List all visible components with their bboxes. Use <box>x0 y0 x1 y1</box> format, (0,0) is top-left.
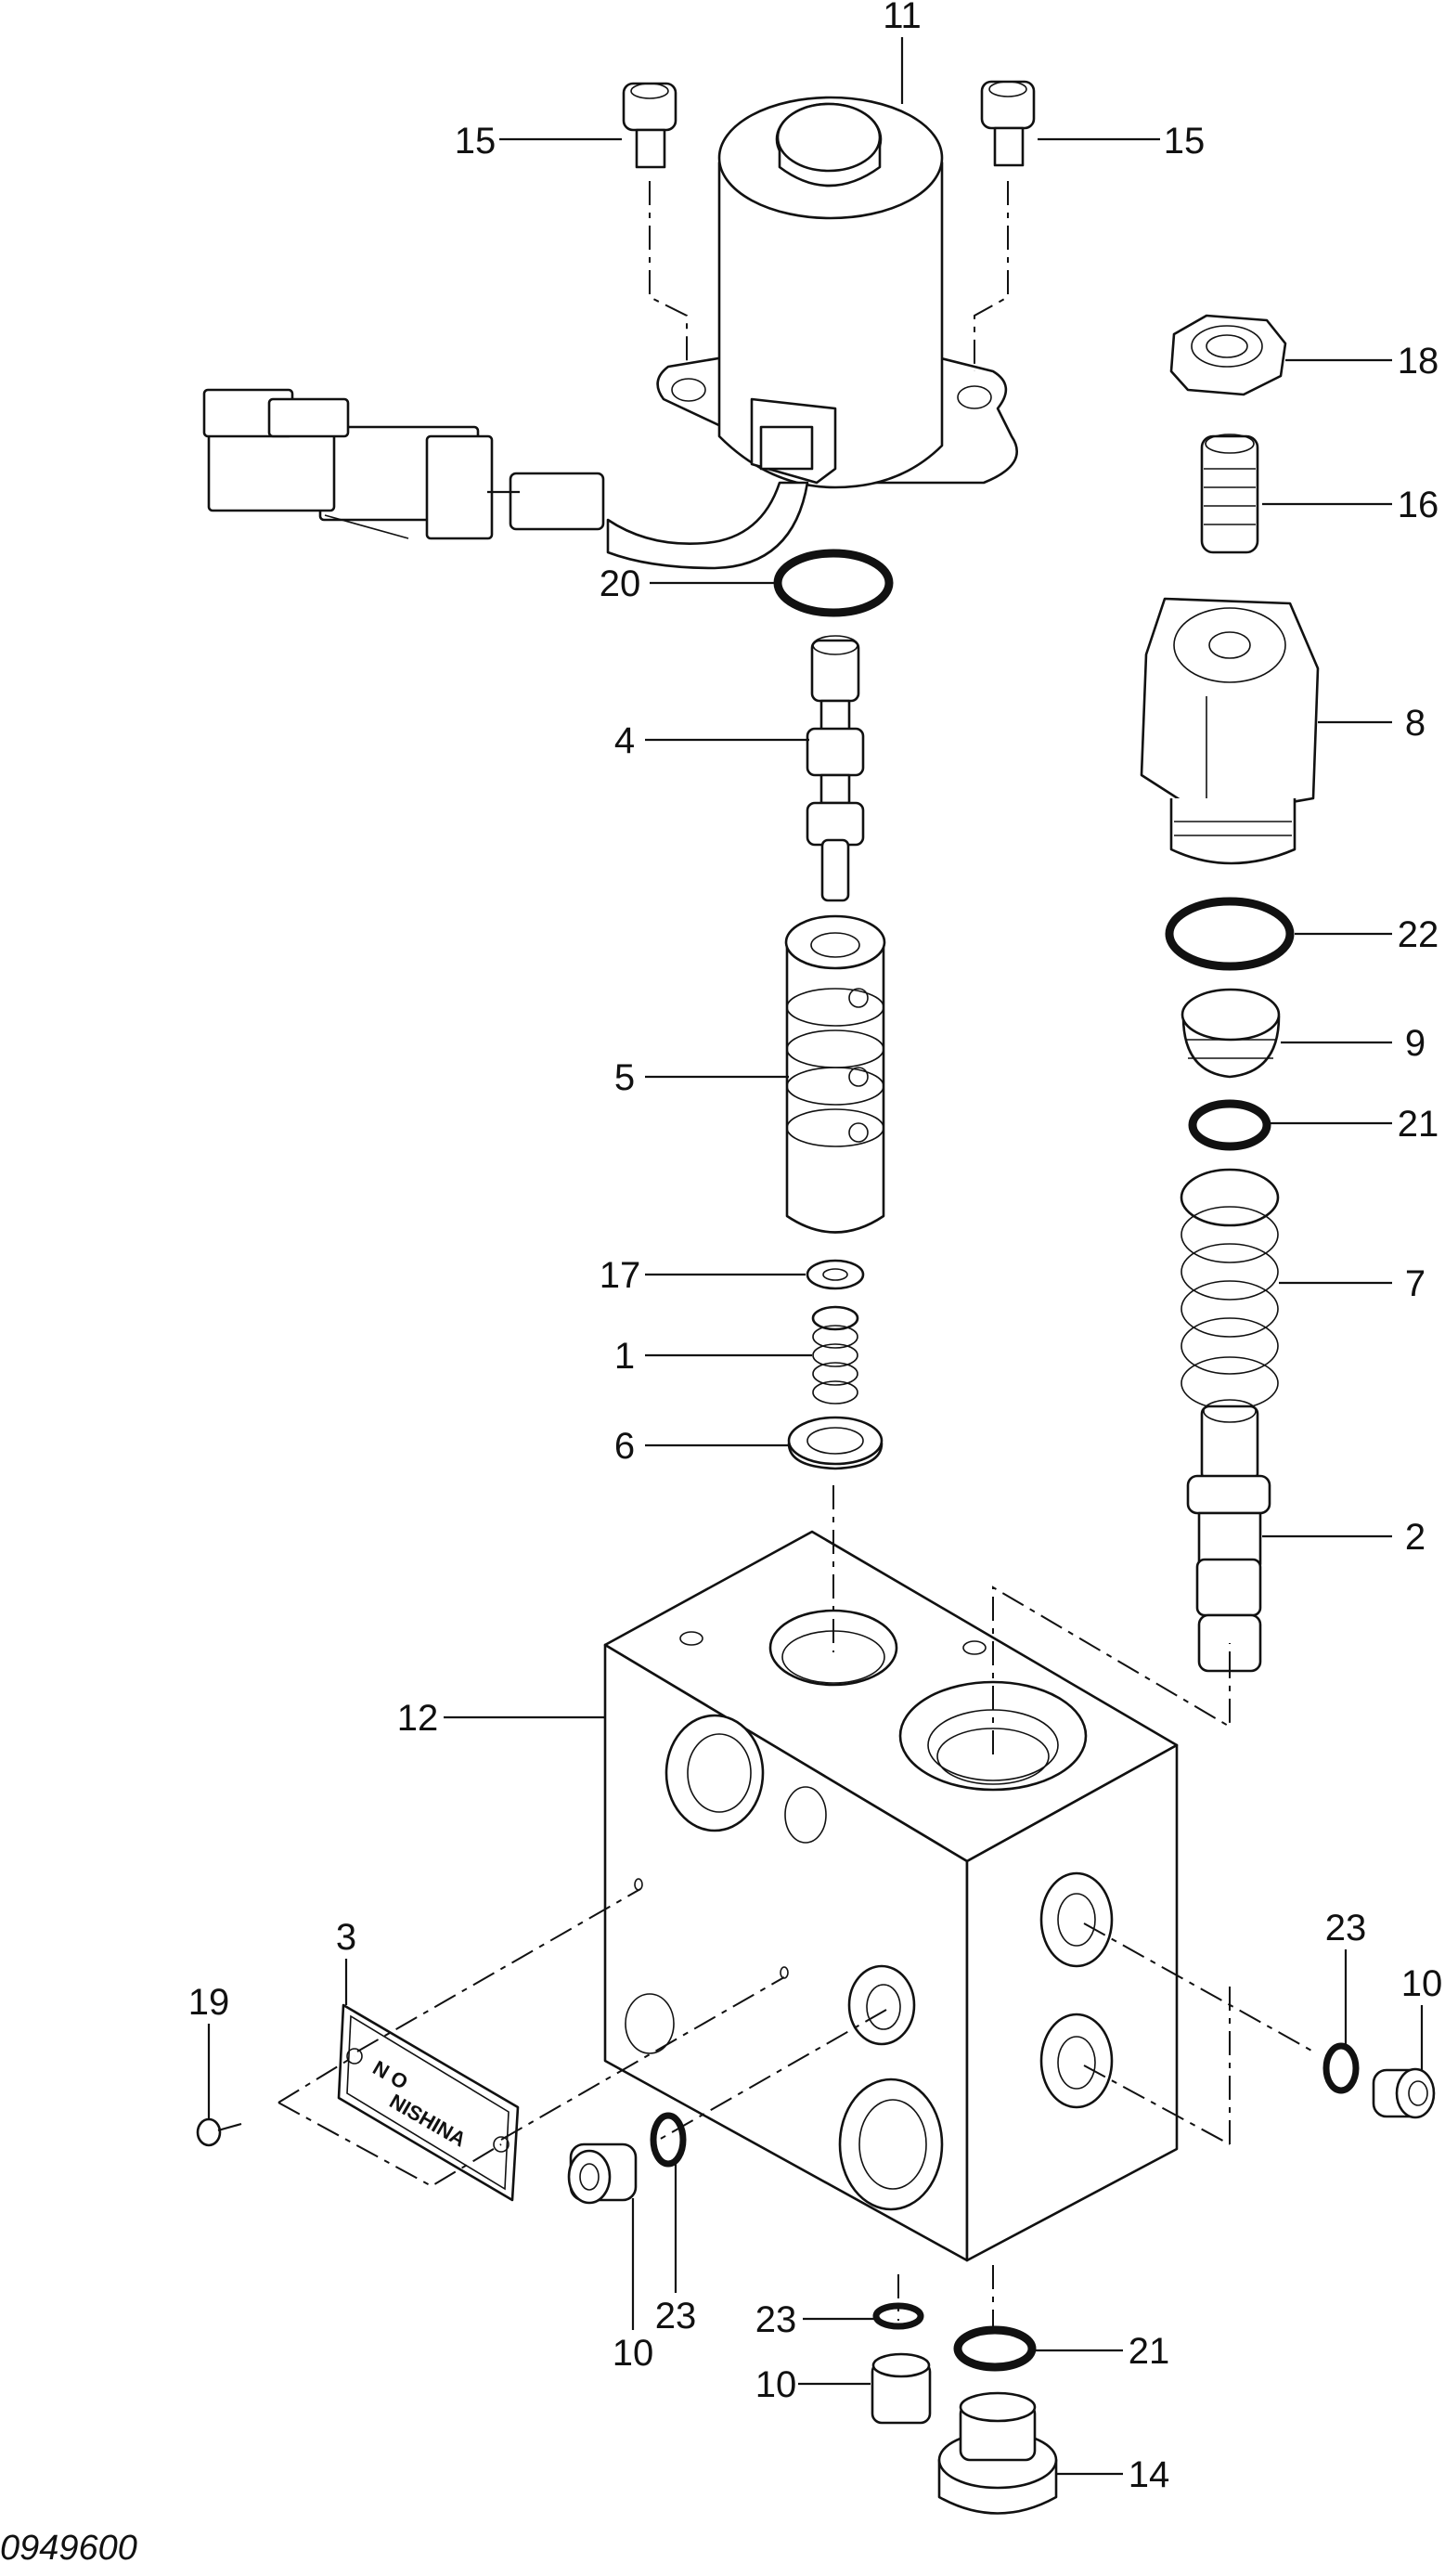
label-part-14: 14 <box>1129 2454 1170 2495</box>
cable-connector <box>202 388 809 570</box>
spool-part-2 <box>1186 1399 1271 1673</box>
label-part-21-bottom: 21 <box>1129 2331 1170 2372</box>
label-part-10-right: 10 <box>1401 1963 1443 2004</box>
label-part-22: 22 <box>1398 914 1439 955</box>
valve-block-part-12 <box>603 1485 1231 2262</box>
o-ring-part-20 <box>773 549 894 617</box>
name-plate-part-3: N O NISHINA <box>277 1888 785 2202</box>
seat-part-6 <box>787 1416 884 1470</box>
label-part-9: 9 <box>1405 1023 1426 1064</box>
label-part-23-right: 23 <box>1325 1908 1367 1948</box>
label-part-18: 18 <box>1398 341 1439 382</box>
set-screw-part-16 <box>1200 434 1259 554</box>
spring-part-7 <box>1180 1168 1280 1410</box>
label-part-19: 19 <box>188 1982 230 2023</box>
o-ring-part-21-top <box>1188 1099 1271 1151</box>
drawing-code: 0949600 <box>0 2529 137 2568</box>
leader-lines <box>207 37 1424 2476</box>
label-part-8: 8 <box>1405 703 1426 744</box>
spool-part-4 <box>806 635 865 902</box>
label-part-17: 17 <box>600 1255 641 1296</box>
label-part-15-left: 15 <box>455 121 497 162</box>
nut-part-18 <box>1169 314 1287 396</box>
label-part-20: 20 <box>600 563 641 604</box>
label-part-6: 6 <box>614 1426 635 1467</box>
washer-part-17 <box>806 1259 865 1290</box>
rivet-part-19 <box>196 2117 242 2147</box>
label-part-16: 16 <box>1398 485 1439 525</box>
label-part-21-top: 21 <box>1398 1104 1439 1145</box>
label-part-10-bottom: 10 <box>755 2364 797 2405</box>
label-part-15-right: 15 <box>1164 121 1206 162</box>
label-part-10-left: 10 <box>613 2333 654 2374</box>
label-part-12: 12 <box>397 1698 439 1739</box>
port-plugs-right <box>1083 1922 1436 2145</box>
sleeve-part-5 <box>784 914 886 1234</box>
label-part-7: 7 <box>1405 1263 1426 1304</box>
cap-part-9 <box>1181 988 1281 1079</box>
part-number-labels: 11 15 15 18 16 20 8 4 22 9 5 21 7 17 1 6… <box>188 0 1443 2495</box>
label-part-2: 2 <box>1405 1517 1426 1558</box>
solenoid-part-11 <box>656 96 1018 489</box>
label-part-5: 5 <box>614 1057 635 1098</box>
plug-part-8 <box>1140 597 1320 865</box>
screw-15-right <box>974 80 1036 371</box>
label-part-4: 4 <box>614 720 635 761</box>
label-part-23-bottom: 23 <box>755 2299 797 2340</box>
label-part-1: 1 <box>614 1336 635 1377</box>
bottom-plugs <box>871 2265 1058 2515</box>
label-part-11: 11 <box>883 0 922 36</box>
left-plug-and-ring <box>567 2009 887 2205</box>
o-ring-part-22 <box>1165 897 1295 971</box>
label-part-3: 3 <box>336 1917 356 1958</box>
label-part-23-left: 23 <box>655 2296 697 2337</box>
screw-15-left <box>622 82 688 362</box>
spring-part-1 <box>811 1305 859 1405</box>
